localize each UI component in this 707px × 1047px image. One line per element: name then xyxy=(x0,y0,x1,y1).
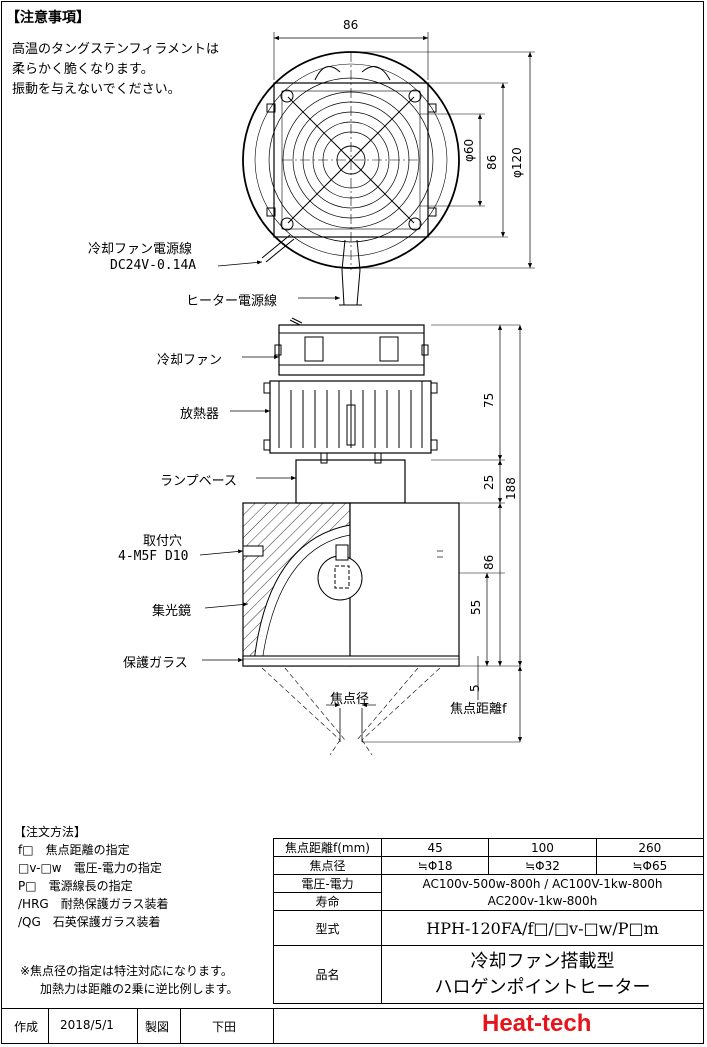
dim-phi120: φ120 xyxy=(510,147,524,178)
brand-logo: Heat-tech xyxy=(482,1010,592,1037)
label-fan-cable-spec: DC24V-0.14A xyxy=(110,258,197,273)
dim-86-lower: 86 xyxy=(482,554,496,570)
spec-spot-value: ≒Φ65 xyxy=(595,856,705,875)
label-focal-diameter: 焦点径 xyxy=(330,692,370,707)
dim-55: 55 xyxy=(469,599,483,615)
spec-power-line: AC200v-1kw-800h xyxy=(487,893,598,908)
spec-life-label: 寿命 xyxy=(273,892,382,911)
dim-188: 188 xyxy=(504,477,518,500)
spec-focal-value: 45 xyxy=(380,838,490,857)
label-heater-cable: ヒーター電源線 xyxy=(186,294,278,309)
top-view xyxy=(242,32,535,306)
spec-power-cell: AC100v-500w-800h / AC100V-1kw-800h AC200… xyxy=(381,874,704,911)
label-reflector: 集光鏡 xyxy=(152,604,192,619)
spec-power-label: 電圧-電力 xyxy=(273,874,382,893)
footer-date: 2018/5/1 xyxy=(60,1018,114,1032)
order-line: f□ 焦点距離の指定 xyxy=(18,843,130,857)
spec-product-line: 冷却ファン搭載型 xyxy=(470,950,615,972)
footer-made-label: 作成 xyxy=(14,1020,39,1034)
label-heatsink: 放熱器 xyxy=(180,407,220,422)
order-line: □v-□w 電圧-電力の指定 xyxy=(18,861,162,875)
dim-phi60: φ60 xyxy=(462,138,476,162)
spec-product-line: ハロゲンポイントヒーター xyxy=(434,976,651,998)
label-cooling-fan: 冷却ファン xyxy=(157,353,223,368)
spec-product-label: 品名 xyxy=(273,945,382,1004)
order-line: /HRG 耐熱保護ガラス装着 xyxy=(18,897,169,911)
dim-86-side: 86 xyxy=(485,154,499,170)
footer-drawn-label: 製図 xyxy=(145,1020,170,1034)
dim-25: 25 xyxy=(482,474,496,490)
notice-line: 高温のタングステンフィラメントは xyxy=(12,42,219,57)
dim-75: 75 xyxy=(482,392,496,408)
spec-focal-value: 260 xyxy=(595,838,705,857)
label-glass: 保護ガラス xyxy=(123,656,188,671)
order-note: 加熱力は距離の2乗に逆比例します。 xyxy=(40,982,239,996)
spec-table: 焦点距離f(mm) 45 100 260 焦点径 ≒Φ18 ≒Φ32 ≒Φ65 … xyxy=(273,838,705,1004)
order-line: /QG 石英保護ガラス装着 xyxy=(18,915,161,929)
side-view xyxy=(199,260,523,756)
order-title: 【注文方法】 xyxy=(14,825,87,839)
label-mount-hole-spec: 4-M5F D10 xyxy=(118,549,189,564)
spec-power-line: AC100v-500w-800h / AC100V-1kw-800h xyxy=(422,876,663,891)
order-note: ※焦点径の指定は特注対応になります。 xyxy=(20,964,233,978)
spec-spot-value: ≒Φ18 xyxy=(380,856,490,875)
dim-86-top: 86 xyxy=(343,18,359,32)
spec-product-cell: 冷却ファン搭載型 ハロゲンポイントヒーター xyxy=(381,945,704,1004)
label-fan-cable: 冷却ファン電源線 xyxy=(88,242,193,257)
label-focal-distance: 焦点距離f xyxy=(450,702,507,717)
order-line: P□ 電源線長の指定 xyxy=(18,879,133,893)
notice-line: 柔らかく脆くなります。 xyxy=(12,62,154,77)
spec-focal-value: 100 xyxy=(488,838,597,857)
dim-5: 5 xyxy=(468,684,482,692)
spec-spot-label: 焦点径 xyxy=(273,856,382,875)
spec-model-label: 型式 xyxy=(273,910,382,946)
spec-focal-label: 焦点距離f(mm) xyxy=(273,838,382,857)
notice-title: 【注意事項】 xyxy=(6,10,90,26)
label-mount-hole: 取付穴 xyxy=(143,534,183,549)
footer-drawer: 下田 xyxy=(212,1020,237,1034)
notice-line: 振動を与えないでください。 xyxy=(12,82,181,97)
spec-spot-value: ≒Φ32 xyxy=(488,856,597,875)
spec-model-value: HPH-120FA/f□/□v-□w/P□m xyxy=(381,910,704,946)
label-lamp-base: ランプベース xyxy=(160,474,237,489)
